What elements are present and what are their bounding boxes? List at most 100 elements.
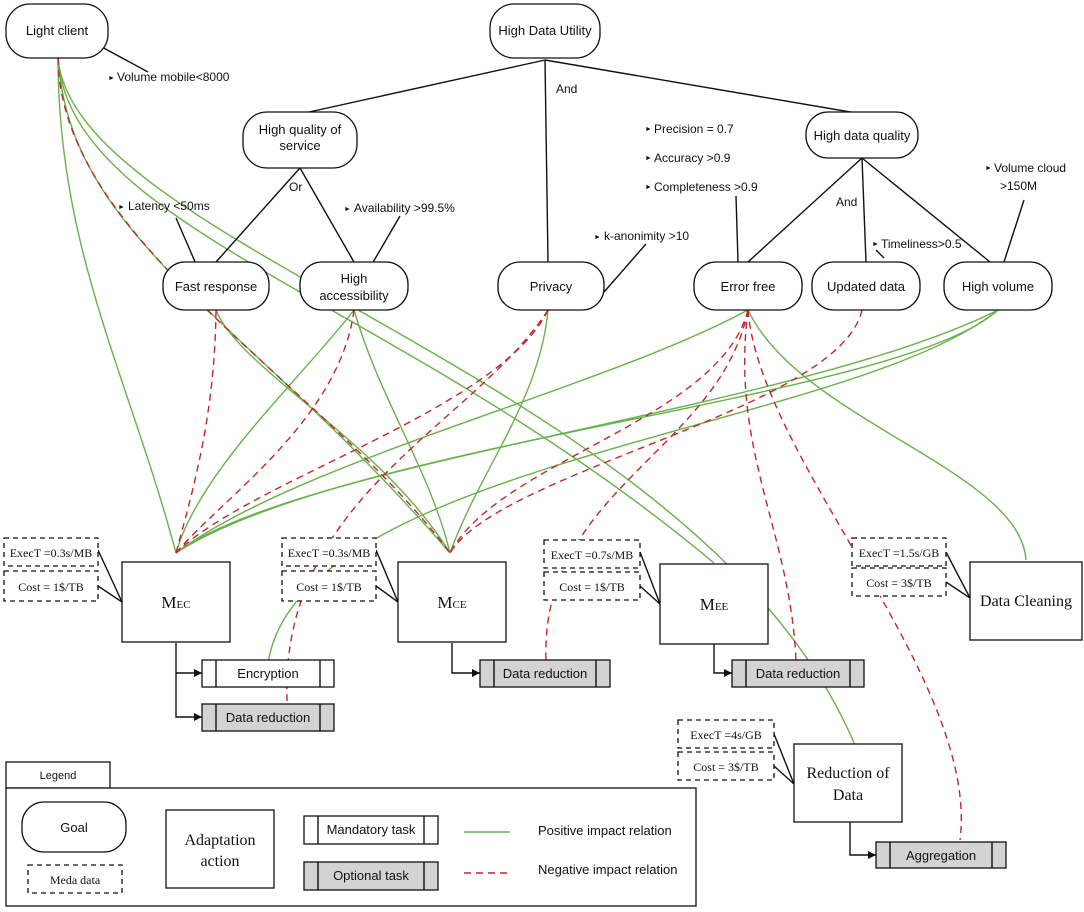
legend-mandatory-label: Mandatory task [327,822,416,837]
metadata-mce-cost: Cost = 1$/TB [281,570,377,602]
goal-label: Updated data [827,279,906,294]
annotation-volume-cloud-line-1: Volume cloud [994,161,1066,175]
annotation-k-anonimity: k-anonimity >10 [604,229,689,243]
metadata-reduction-exect: ExecT =4s/GB [677,719,775,749]
legend-optional-symbol [303,861,439,891]
neg-privacy-to-mec [175,309,549,554]
pos-high-accessibility-to-mce [353,309,451,554]
pos-high-volume-to-encryption [267,309,999,664]
action-label: MEC [161,593,190,612]
pos-high-volume-to-mec-a [175,309,999,554]
metadata-mec-cost: Cost = 1$/TB [3,570,99,602]
annotation-latency: Latency <50ms [128,199,210,213]
pos-light-client-to-mec [57,57,177,554]
legend-optional-label: Optional task [333,868,409,883]
metadata-value: ExecT =1.5s/GB [859,546,940,560]
action-label: MEE [700,595,729,614]
annotation-volume-mobile: Volume mobile<8000 [117,70,230,84]
action-reduction-of-data[interactable]: Reduction of Data [793,743,903,823]
goal-label: High data quality [814,128,911,143]
legend-negative-label: Negative impact relation [538,862,677,877]
neg-error-free-to-data-reduction-mee [744,309,797,661]
bullet-icon: ► [872,241,879,248]
action-mec[interactable]: MEC [121,561,231,643]
bullet-icon: ► [645,184,652,191]
goal-light-client[interactable]: Light client [5,3,109,59]
annotation-accuracy: Accuracy >0.9 [654,151,731,165]
metadata-mce-exect: ExecT =0.3s/MB [281,537,377,567]
metadata-value: Cost = 1$/TB [296,580,361,594]
neg-error-free-to-mce [449,309,749,554]
metadata-reduction-cost: Cost = 3$/TB [677,751,775,781]
task-data-reduction-mce[interactable]: Data reduction [479,659,611,688]
metadata-value: ExecT =4s/GB [690,728,762,742]
goal-label: Privacy [530,279,573,294]
action-mee[interactable]: MEE [659,563,769,645]
bullet-icon: ► [118,204,125,211]
metadata-value: ExecT =0.3s/MB [10,546,93,560]
goal-label: Error free [721,279,776,294]
goal-label-line-2: service [279,138,320,153]
relation-and-top: And [556,82,577,96]
legend-goal-symbol [21,801,127,853]
goal-high-quality-of-service[interactable]: High quality of service [242,111,358,169]
goal-label: Light client [26,23,89,38]
action-label: Data Cleaning [980,593,1072,610]
metadata-data-cleaning-cost: Cost = 3$/TB [851,567,947,597]
bullet-icon: ► [594,234,601,241]
action-label: MCE [437,593,466,612]
legend-goal-label: Goal [60,820,88,835]
goal-high-data-quality[interactable]: High data quality [805,111,919,159]
task-aggregation[interactable]: Aggregation [875,841,1007,869]
annotation-volume-cloud-line-2: >150M [1000,179,1037,193]
metadata-value: Cost = 3$/TB [866,576,931,590]
bullet-icon: ► [108,75,115,82]
goal-label-line-2: accessibility [319,288,389,303]
bullet-icon: ► [344,206,351,213]
goal-privacy[interactable]: Privacy [497,261,605,311]
metadata-value: ExecT =0.7s/MB [551,548,634,562]
bullet-icon: ► [645,126,652,133]
neg-updated-data-to-mce [449,309,863,554]
legend-positive-label: Positive impact relation [538,823,672,838]
task-data-reduction-mee[interactable]: Data reduction [731,659,865,688]
metadata-value: ExecT =0.3s/MB [288,546,371,560]
task-label: Data reduction [756,666,841,681]
action-mce[interactable]: MCE [397,561,507,643]
goal-hierarchy-edges [97,45,1025,856]
relation-and-quality: And [836,195,857,209]
metadata-value: Cost = 1$/TB [18,580,83,594]
pos-light-client-to-mee [57,57,715,564]
neg-high-accessibility-to-mec [175,309,355,554]
goal-updated-data[interactable]: Updated data [811,261,921,311]
relation-or: Or [289,180,302,194]
legend-meta-symbol [27,864,123,894]
goal-fast-response[interactable]: Fast response [162,261,270,311]
annotation-precision: Precision = 0.7 [654,122,734,136]
annotation-completeness: Completeness >0.9 [654,180,758,194]
goal-error-free[interactable]: Error free [693,261,803,311]
goal-high-data-utility[interactable]: High Data Utility [489,3,601,59]
metadata-value: Cost = 1$/TB [559,580,624,594]
task-encryption[interactable]: Encryption [201,659,335,688]
metadata-mec-exect: ExecT =0.3s/MB [3,537,99,567]
pos-error-free-to-data-cleaning [747,309,1027,561]
action-data-cleaning[interactable]: Data Cleaning [969,561,1083,641]
metadata-mee-exect: ExecT =0.7s/MB [543,539,641,569]
action-label-line-1: Reduction of [806,765,890,782]
goal-label: High Data Utility [498,23,592,38]
task-data-reduction-mec[interactable]: Data reduction [201,703,335,732]
task-label: Encryption [237,666,298,681]
legend-action-symbol [165,809,275,889]
neg-light-client-to-mce [57,57,451,554]
legend-mandatory-symbol [303,815,439,845]
neg-privacy-to-encryption [286,309,549,717]
legend-meta-label: Meda data [50,873,101,887]
pos-privacy-to-mce [449,309,549,554]
metadata-data-cleaning-exect: ExecT =1.5s/GB [851,537,947,567]
goal-high-accessibility[interactable]: High accessibility [299,261,409,311]
action-label-line-2: Data [833,787,863,804]
legend-action-label-line-1: Adaptation [184,832,255,849]
legend-action-label-line-2: action [200,853,239,870]
goal-high-volume[interactable]: High volume [943,261,1053,311]
